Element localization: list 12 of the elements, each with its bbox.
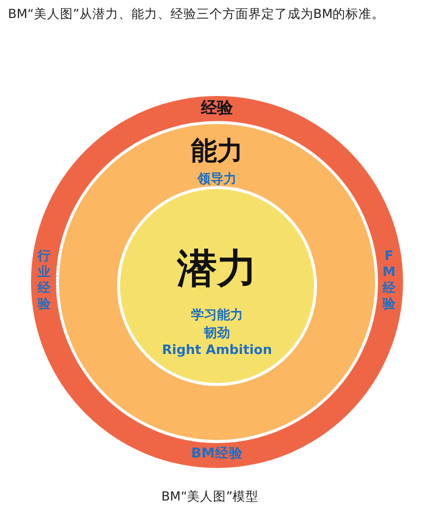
- circle-heading: 潜力: [177, 247, 257, 291]
- circle-label: 领导力: [198, 172, 236, 188]
- ring-heading: 经验: [201, 99, 233, 117]
- ring-label: 行业经验: [37, 249, 51, 313]
- circle-label: Right Ambition: [162, 344, 272, 358]
- circle-label: 学习能力: [191, 308, 243, 324]
- caption-text: BM“美人图”模型: [161, 488, 259, 506]
- ring-label: FM经验: [382, 249, 396, 313]
- circle-heading: 能力: [191, 138, 243, 166]
- title-text: BM“美人图”从潜力、能力、经验三个方面界定了成为BM的标准。: [8, 6, 385, 23]
- circle-label: 韧劲: [204, 326, 230, 342]
- ring-label: BM经验: [191, 446, 243, 462]
